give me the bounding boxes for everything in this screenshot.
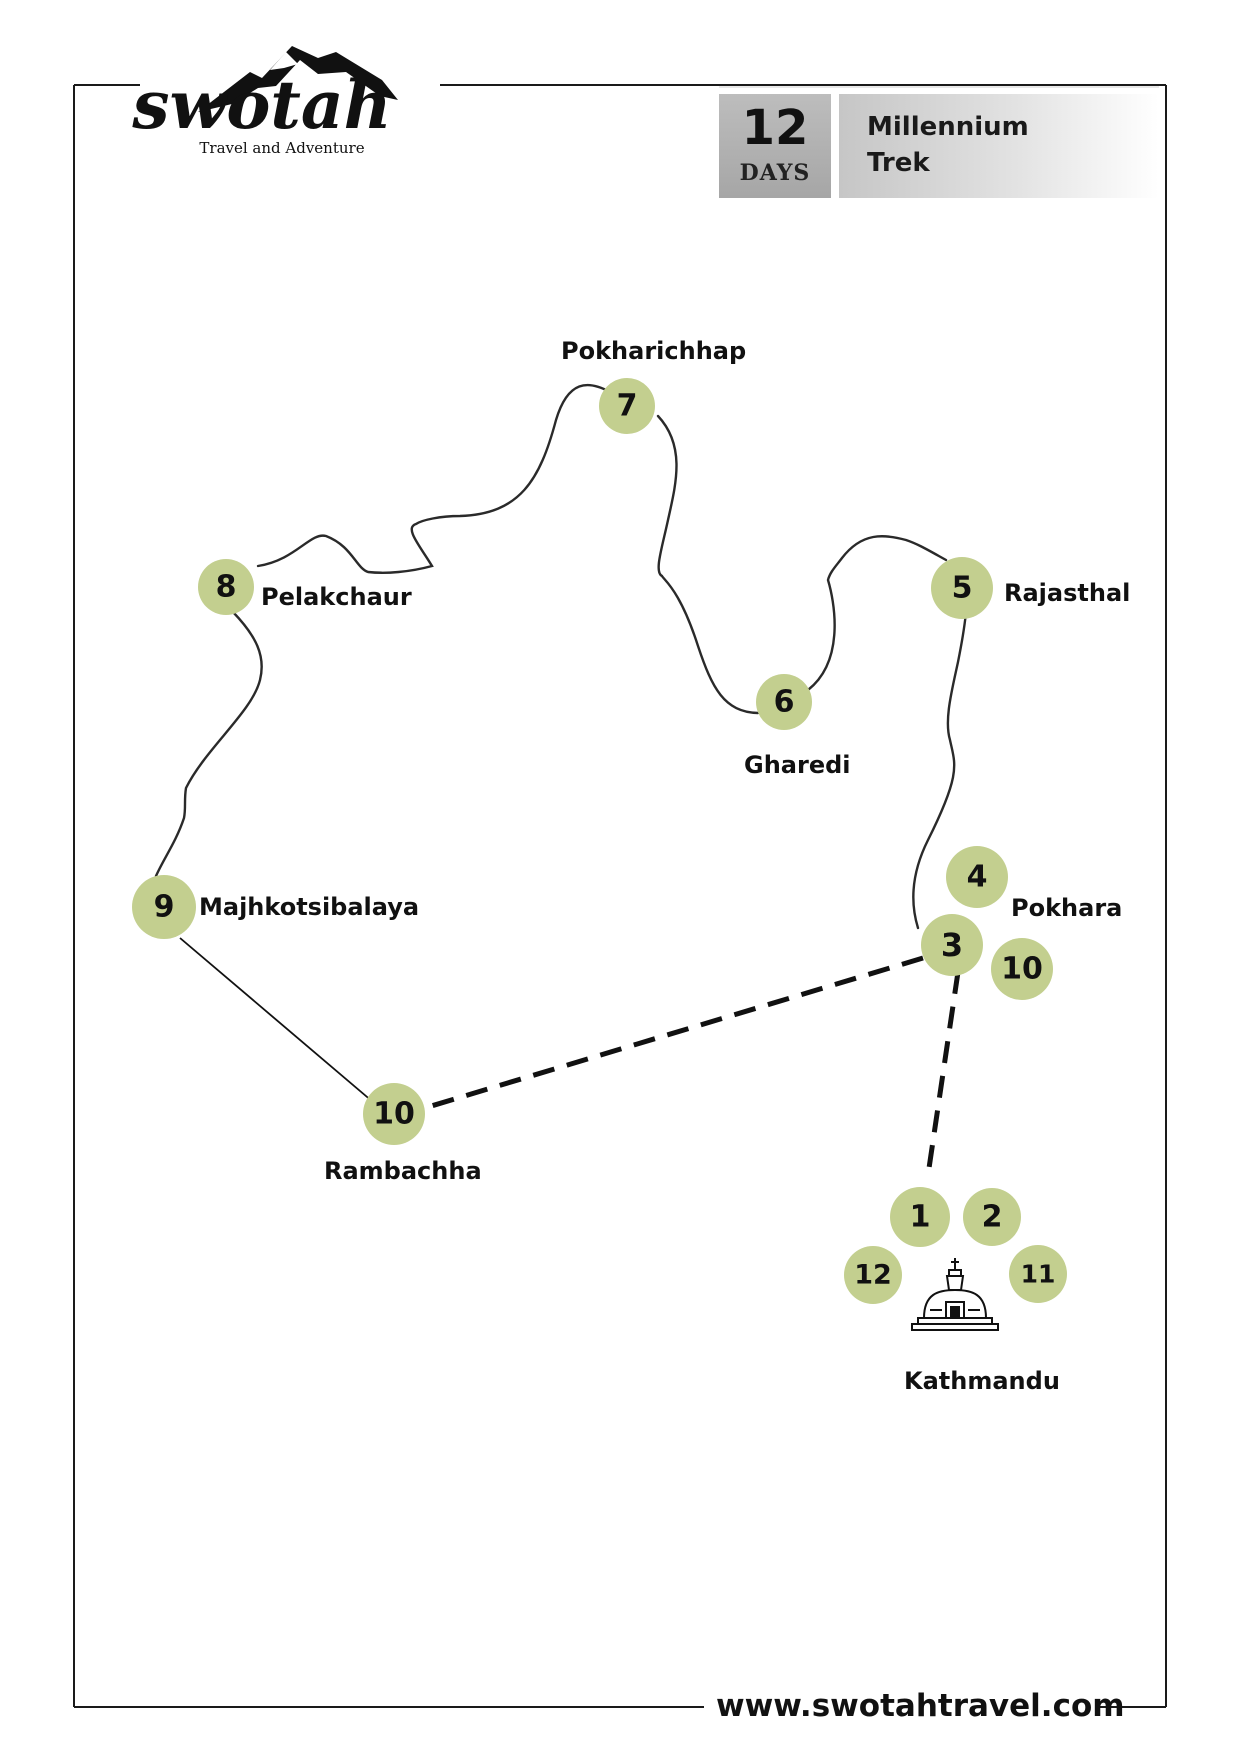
- place-label-gharedi: Gharedi: [744, 751, 851, 779]
- days-unit: DAYS: [739, 160, 811, 186]
- svg-text:10: 10: [1001, 952, 1043, 987]
- mountain-logo-icon: [198, 46, 398, 112]
- drive-route-line: [417, 955, 961, 1176]
- day-marker-7[interactable]: 7: [599, 378, 655, 434]
- place-label-pelakchaur: Pelakchaur: [261, 583, 412, 611]
- svg-text:7: 7: [617, 389, 638, 424]
- day-marker-5[interactable]: 5: [931, 557, 993, 619]
- day-marker-12[interactable]: 12: [844, 1246, 902, 1304]
- trek-title-line-2: Trek: [867, 148, 930, 178]
- trek-title-badge: Millennium Trek: [839, 94, 1159, 198]
- duration-badge: 12 DAYS: [719, 94, 831, 198]
- day-marker-8[interactable]: 8: [198, 559, 254, 615]
- brand-tagline: Travel and Adventure: [199, 139, 364, 157]
- place-label-kathmandu: Kathmandu: [904, 1367, 1060, 1395]
- day-marker-9[interactable]: 9: [132, 875, 196, 939]
- svg-text:10: 10: [373, 1097, 415, 1132]
- place-label-rajasthal: Rajasthal: [1004, 579, 1130, 607]
- badge-top-rule: [719, 86, 1159, 88]
- days-number: 12: [741, 100, 809, 156]
- place-label-majhkotsibalaya: Majhkotsibalaya: [199, 893, 419, 921]
- brand-logo: swotah Travel and Adventure: [131, 46, 398, 157]
- website-link[interactable]: www.swotahtravel.com: [716, 1688, 1125, 1724]
- svg-text:9: 9: [154, 890, 175, 925]
- svg-text:11: 11: [1021, 1260, 1056, 1289]
- svg-text:2: 2: [982, 1200, 1003, 1235]
- svg-text:5: 5: [952, 571, 973, 606]
- place-label-pokharichhap: Pokharichhap: [561, 337, 746, 365]
- day-marker-10-pokhara[interactable]: 10: [991, 938, 1053, 1000]
- stupa-icon: [911, 1258, 999, 1331]
- trek-route-line: [154, 383, 968, 1103]
- svg-text:1: 1: [910, 1200, 931, 1235]
- day-marker-11[interactable]: 11: [1009, 1245, 1067, 1303]
- svg-text:3: 3: [941, 926, 963, 964]
- svg-text:12: 12: [854, 1260, 892, 1291]
- day-marker-6[interactable]: 6: [756, 674, 812, 730]
- svg-text:6: 6: [774, 685, 795, 720]
- page-frame: [73, 84, 1167, 1708]
- place-label-rambachha: Rambachha: [324, 1157, 482, 1185]
- place-label-pokhara: Pokhara: [1011, 894, 1122, 922]
- svg-text:4: 4: [967, 860, 988, 895]
- day-marker-10-rambachha[interactable]: 10: [363, 1083, 425, 1145]
- day-marker-4[interactable]: 4: [946, 846, 1008, 908]
- day-marker-1[interactable]: 1: [890, 1187, 950, 1247]
- trek-title-line-1: Millennium: [867, 112, 1029, 142]
- svg-text:8: 8: [216, 570, 237, 605]
- day-marker-2[interactable]: 2: [963, 1188, 1021, 1246]
- day-marker-3[interactable]: 3: [921, 914, 983, 976]
- brand-name: swotah: [131, 66, 391, 144]
